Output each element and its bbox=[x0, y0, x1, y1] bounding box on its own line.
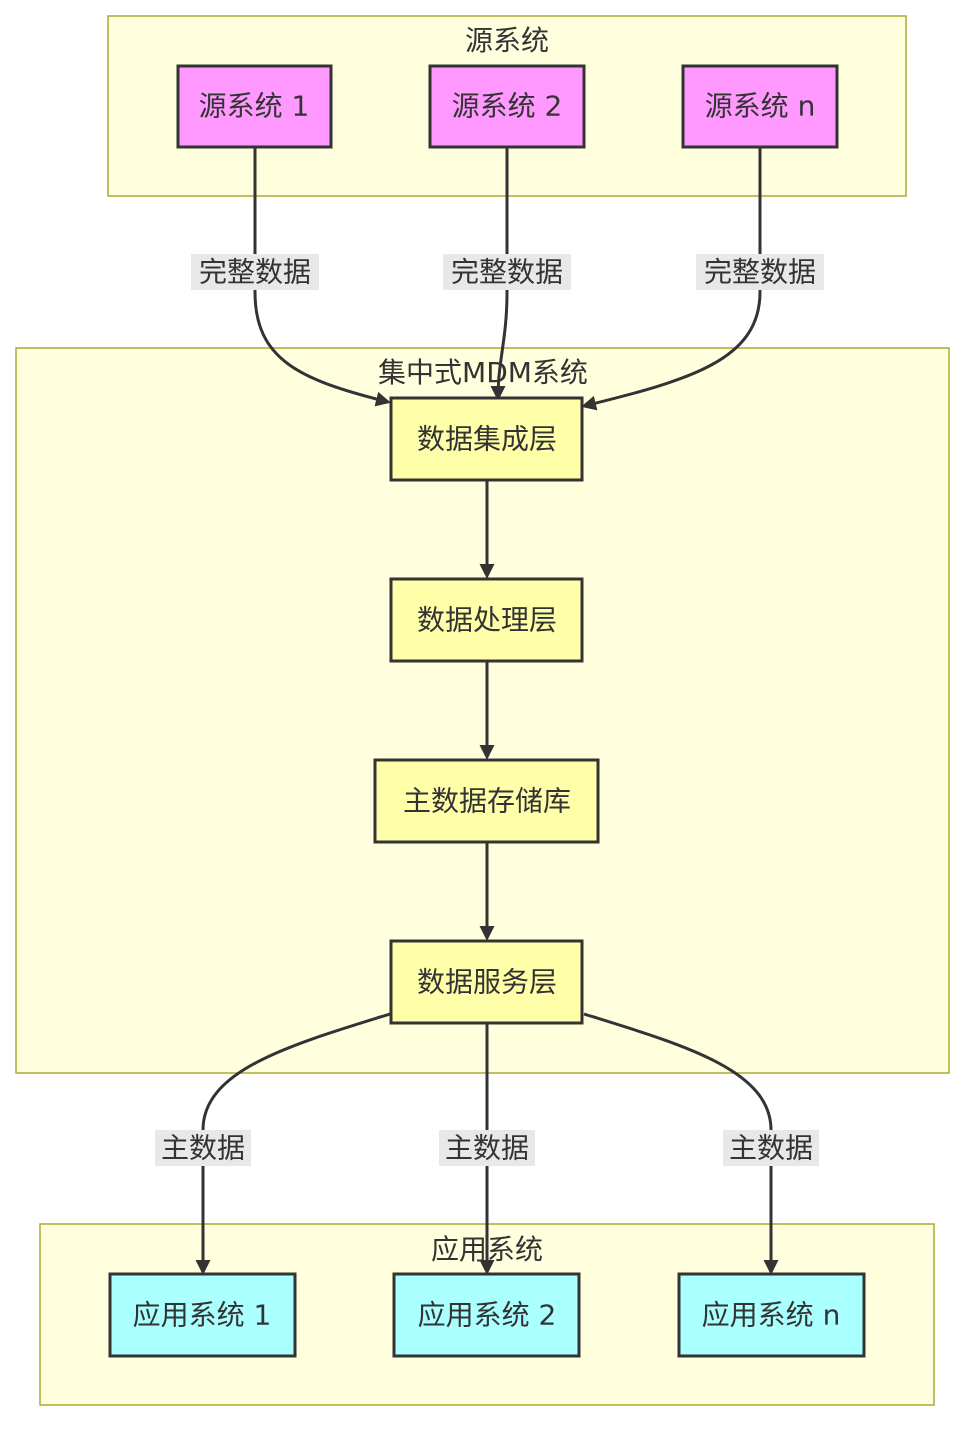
svg-text:源系统 1: 源系统 1 bbox=[199, 90, 310, 123]
node-application-system-2[interactable]: 应用系统 2 bbox=[392, 1272, 581, 1358]
edge-label-master-data-n: 主数据 bbox=[723, 1130, 819, 1166]
svg-text:完整数据: 完整数据 bbox=[199, 256, 311, 289]
node-source-system-2[interactable]: 源系统 2 bbox=[428, 64, 586, 149]
svg-text:主数据存储库: 主数据存储库 bbox=[403, 785, 571, 818]
mdm-system-cluster-title: 集中式MDM系统 bbox=[378, 356, 588, 389]
svg-text:主数据: 主数据 bbox=[729, 1132, 813, 1165]
node-application-system-n[interactable]: 应用系统 n bbox=[677, 1272, 866, 1358]
svg-text:主数据: 主数据 bbox=[445, 1132, 529, 1165]
edge-src1-to-integration bbox=[253, 148, 391, 407]
node-master-data-repository[interactable]: 主数据存储库 bbox=[373, 758, 600, 844]
node-data-integration-layer[interactable]: 数据集成层 bbox=[389, 396, 584, 482]
svg-text:数据集成层: 数据集成层 bbox=[417, 423, 557, 456]
edge-label-full-data-2: 完整数据 bbox=[443, 254, 571, 290]
edge-src2-to-integration bbox=[490, 148, 509, 401]
svg-text:应用系统 1: 应用系统 1 bbox=[133, 1299, 272, 1332]
svg-text:主数据: 主数据 bbox=[161, 1132, 245, 1165]
svg-text:应用系统 n: 应用系统 n bbox=[702, 1299, 841, 1332]
svg-text:应用系统 2: 应用系统 2 bbox=[418, 1299, 557, 1332]
node-data-processing-layer[interactable]: 数据处理层 bbox=[389, 577, 584, 663]
svg-text:源系统 2: 源系统 2 bbox=[452, 90, 563, 123]
edge-label-master-data-1: 主数据 bbox=[155, 1130, 251, 1166]
node-application-system-1[interactable]: 应用系统 1 bbox=[108, 1272, 297, 1358]
edge-service-to-app1 bbox=[195, 1012, 391, 1275]
edge-label-full-data-n: 完整数据 bbox=[696, 254, 824, 290]
svg-text:源系统 n: 源系统 n bbox=[705, 90, 816, 123]
node-source-system-1[interactable]: 源系统 1 bbox=[176, 64, 333, 149]
edge-srcn-to-integration bbox=[581, 148, 762, 411]
svg-text:完整数据: 完整数据 bbox=[451, 256, 563, 289]
node-source-system-n[interactable]: 源系统 n bbox=[681, 64, 839, 149]
edge-label-master-data-2: 主数据 bbox=[439, 1130, 535, 1166]
edge-service-to-appn bbox=[583, 1012, 779, 1275]
svg-text:完整数据: 完整数据 bbox=[704, 256, 816, 289]
edge-label-full-data-1: 完整数据 bbox=[191, 254, 319, 290]
svg-text:数据处理层: 数据处理层 bbox=[417, 604, 557, 637]
node-data-service-layer[interactable]: 数据服务层 bbox=[389, 939, 584, 1025]
svg-text:数据服务层: 数据服务层 bbox=[417, 966, 557, 999]
source-systems-cluster-title: 源系统 bbox=[465, 24, 549, 57]
